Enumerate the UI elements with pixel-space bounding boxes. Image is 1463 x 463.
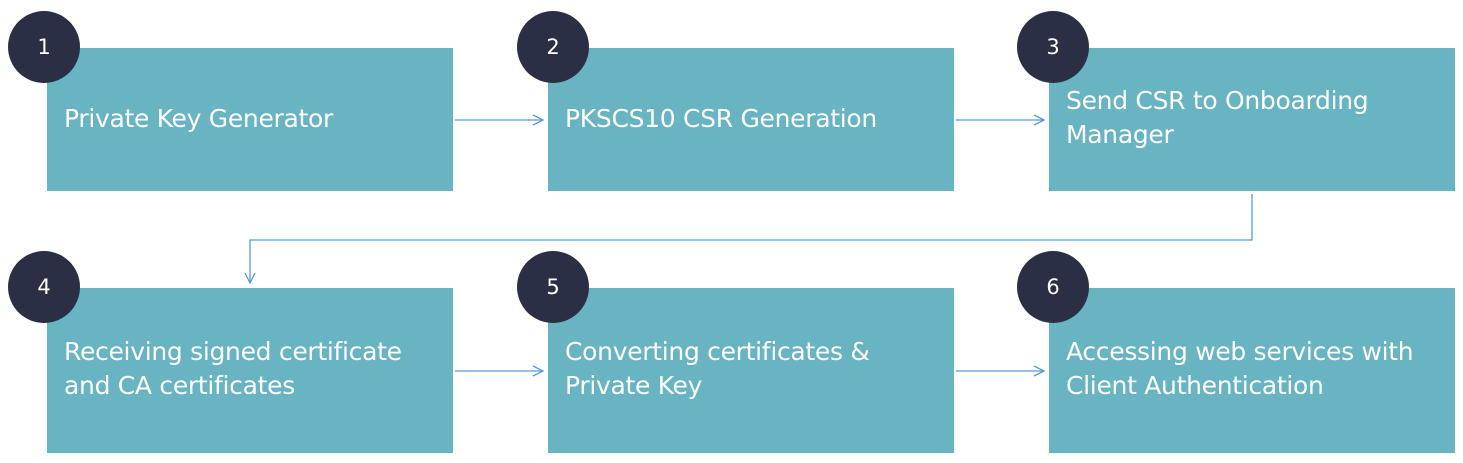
step-6-box: Accessing web services with Client Authe…: [1049, 288, 1455, 453]
step-1-badge: 1: [8, 11, 80, 83]
step-5-box: Converting certificates & Private Key: [548, 288, 954, 453]
step-1-box: Private Key Generator: [47, 48, 453, 191]
step-4-badge: 4: [8, 251, 80, 323]
step-4-label: Receiving signed certificate and CA cert…: [64, 337, 402, 400]
step-4-box: Receiving signed certificate and CA cert…: [47, 288, 453, 453]
step-2-box: PKSCS10 CSR Generation: [548, 48, 954, 191]
step-3-badge: 3: [1017, 11, 1089, 83]
step-5-badge: 5: [517, 251, 589, 323]
step-1-label: Private Key Generator: [64, 104, 334, 133]
step-3-label: Send CSR to Onboarding Manager: [1066, 86, 1369, 149]
step-6-badge: 6: [1017, 251, 1089, 323]
step-2-badge: 2: [517, 11, 589, 83]
arrow-3-to-4: [250, 194, 1253, 283]
step-3-box: Send CSR to Onboarding Manager: [1049, 48, 1455, 191]
step-5-label: Converting certificates & Private Key: [565, 337, 870, 400]
step-6-label: Accessing web services with Client Authe…: [1066, 337, 1414, 400]
step-2-label: PKSCS10 CSR Generation: [565, 104, 877, 133]
